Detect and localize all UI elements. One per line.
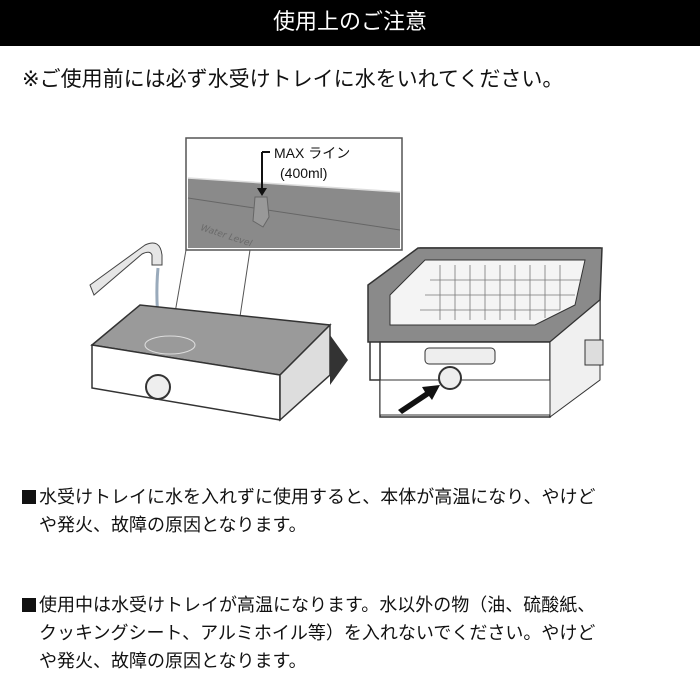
bullet-icon bbox=[22, 490, 36, 504]
note-line: クッキングシート、アルミホイル等）を入れないでください。やけど bbox=[39, 623, 596, 644]
note-tray-hot: 使用中は水受けトレイが高温になります。水以外の物（油、硫酸紙、 クッキングシート… bbox=[22, 592, 692, 676]
note-dry-use: 水受けトレイに水を入れずに使用すると、本体が高温になり、やけど や発火、故障の原… bbox=[22, 484, 692, 540]
page-header: 使用上のご注意 bbox=[0, 0, 700, 46]
note-line: や発火、故障の原因となります。 bbox=[39, 515, 307, 536]
note-line: 水受けトレイに水を入れずに使用すると、本体が高温になり、やけど bbox=[39, 487, 596, 508]
next-step-arrow-icon bbox=[330, 335, 348, 385]
max-line-label: MAX ライン bbox=[274, 145, 350, 161]
zoom-callout: MAX ライン (400ml) Water Level bbox=[171, 137, 403, 331]
bullet-icon bbox=[22, 598, 36, 612]
max-line-volume: (400ml) bbox=[280, 165, 327, 181]
illustration: MAX ライン (400ml) Water Level bbox=[89, 137, 604, 422]
water-tray bbox=[90, 304, 332, 422]
note-line: 使用中は水受けトレイが高温になります。水以外の物（油、硫酸紙、 bbox=[39, 595, 596, 616]
push-arrow-icon bbox=[398, 385, 440, 414]
lead-notice: ※ご使用前には必ず水受けトレイに水をいれてください。 bbox=[22, 67, 564, 91]
note-line: や発火、故障の原因となります。 bbox=[39, 651, 307, 672]
grill-unit bbox=[367, 247, 604, 418]
page-title: 使用上のご注意 bbox=[272, 10, 427, 35]
